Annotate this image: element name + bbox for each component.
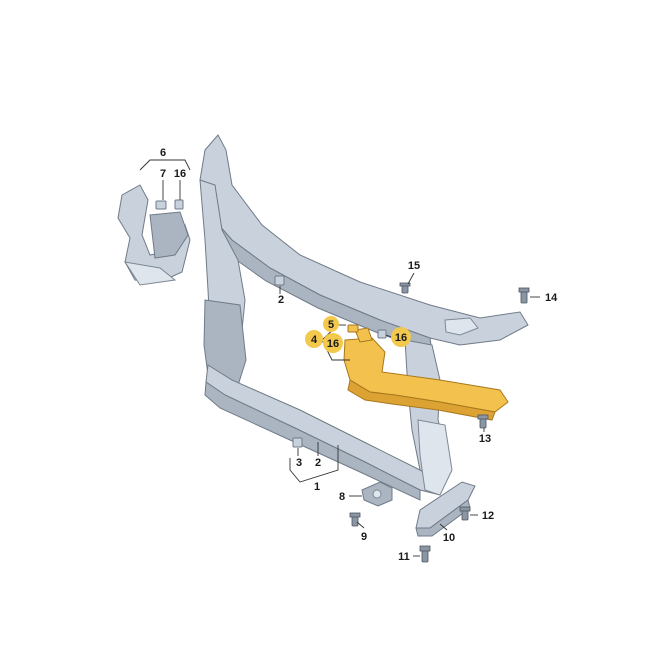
callout-9: 9 [361,531,367,543]
clip-5 [347,324,359,333]
callout-8: 8 [339,491,345,503]
clip-3-lower [292,437,303,448]
callout-labels: 1 2 2 3 4 5 6 7 8 9 10 11 12 13 14 15 16… [160,147,558,563]
callout-16-center: 16 [327,338,339,350]
bolt-14 [518,287,530,304]
clip-2-upper [274,275,285,286]
bolt-12 [459,506,471,521]
callout-12: 12 [482,510,494,522]
clip-16-center [377,329,387,339]
callout-1: 1 [314,481,320,493]
callout-15: 15 [408,260,420,272]
callout-5: 5 [328,319,334,331]
guide-plate [415,481,476,537]
lock-carrier [361,481,393,507]
callout-14: 14 [545,292,558,304]
callout-16-left: 16 [174,168,186,180]
center-support-highlighted [343,327,509,421]
bolt-15 [399,282,411,294]
callout-11: 11 [398,551,410,563]
bolt-11 [419,545,431,563]
front-carrier-frame [199,134,529,501]
callout-2-upper: 2 [278,294,284,306]
callout-6: 6 [160,147,166,159]
leader-lines [139,159,540,557]
callout-16-right: 16 [395,332,407,344]
callout-7: 7 [160,168,166,180]
clip-7 [155,200,167,210]
bolt-9 [349,512,361,527]
callout-2-lower: 2 [315,457,321,469]
clip-16-left [174,199,184,210]
bolt-13 [477,414,489,429]
callout-10: 10 [443,532,455,544]
callout-highlights [305,316,411,353]
callout-4: 4 [311,334,318,346]
callout-3: 3 [296,457,302,469]
callout-13: 13 [479,433,491,445]
left-side-bracket [117,184,191,286]
